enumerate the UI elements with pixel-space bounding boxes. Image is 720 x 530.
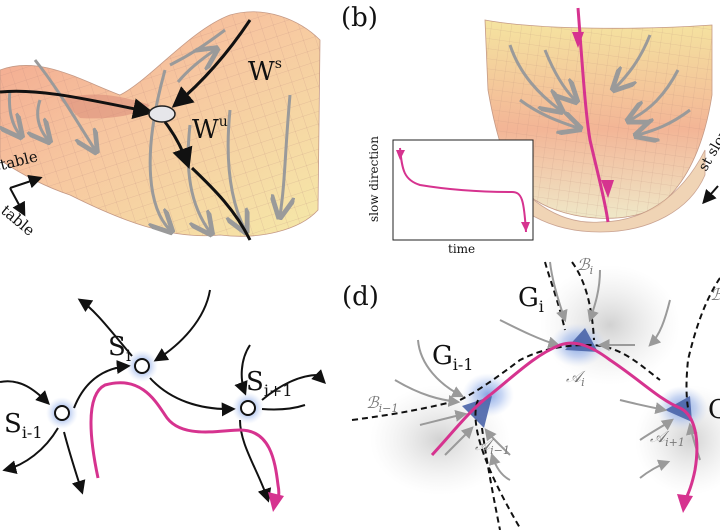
panel-b-letter: (b) (341, 3, 378, 33)
panel-d: (d) (342, 255, 720, 530)
pink-trajectory-c (89, 381, 281, 506)
label-s-next: Si+1 (246, 367, 293, 400)
flow-arrows-b (508, 34, 691, 135)
pink-arrowhead-b-bottom (601, 180, 614, 198)
panel-b: (b) slow direction time st slow (341, 3, 720, 256)
panel-c: Si-1 Si Si+1 (0, 289, 326, 512)
saddle-dark-ridge (60, 94, 150, 119)
shadow-cur (540, 265, 680, 385)
inset-xlabel: time (448, 242, 475, 256)
label-b-next: ℬ (710, 285, 720, 304)
label-g-next: G (708, 395, 720, 425)
node-cur (134, 358, 150, 374)
black-flows-c (0, 289, 326, 503)
flow-arrows-a (9, 28, 290, 232)
node-prev (54, 405, 70, 421)
bowl-lower-rim (494, 149, 706, 233)
pink-arrowhead-d (677, 494, 693, 513)
flow-arrows-d (394, 261, 701, 481)
inset-arrow-top (396, 150, 405, 160)
manifolds-a (0, 19, 252, 241)
inset-ylabel: slow direction (367, 136, 381, 222)
saddle-point (148, 105, 176, 123)
panel-d-letter: (d) (342, 282, 379, 312)
inset-arrow-bottom (521, 222, 530, 232)
wu-label: Wu (192, 114, 228, 145)
axis-indicator-a (9, 174, 43, 217)
label-s-prev: Si-1 (4, 409, 43, 442)
ws-label: Ws (248, 56, 282, 87)
slow-trajectory-b (576, 7, 610, 223)
panel-a: Ws Wu stable table (0, 11, 321, 241)
label-a-next: 𝒜i+1 (650, 427, 685, 449)
pink-arrowhead-b-top (572, 32, 584, 48)
axis-indicator-b (702, 185, 719, 205)
pink-trajectory-d (430, 341, 699, 503)
node-next (240, 400, 256, 416)
pink-arrowhead-c (268, 492, 284, 512)
label-b-cur: ℬi (577, 255, 593, 277)
attractor-prev (462, 396, 492, 428)
label-a-cur: 𝒜i (566, 367, 586, 389)
inset-curve (399, 147, 527, 233)
label-g-prev: Gi-1 (432, 341, 473, 374)
saddle-mesh (0, 11, 320, 237)
bowl-mesh (485, 20, 712, 219)
label-g-cur: Gi (518, 283, 544, 316)
label-b-prev: ℬi−1 (366, 393, 398, 415)
label-a-prev: 𝒜i−1 (475, 435, 510, 457)
label-s-cur: Si (108, 332, 131, 365)
